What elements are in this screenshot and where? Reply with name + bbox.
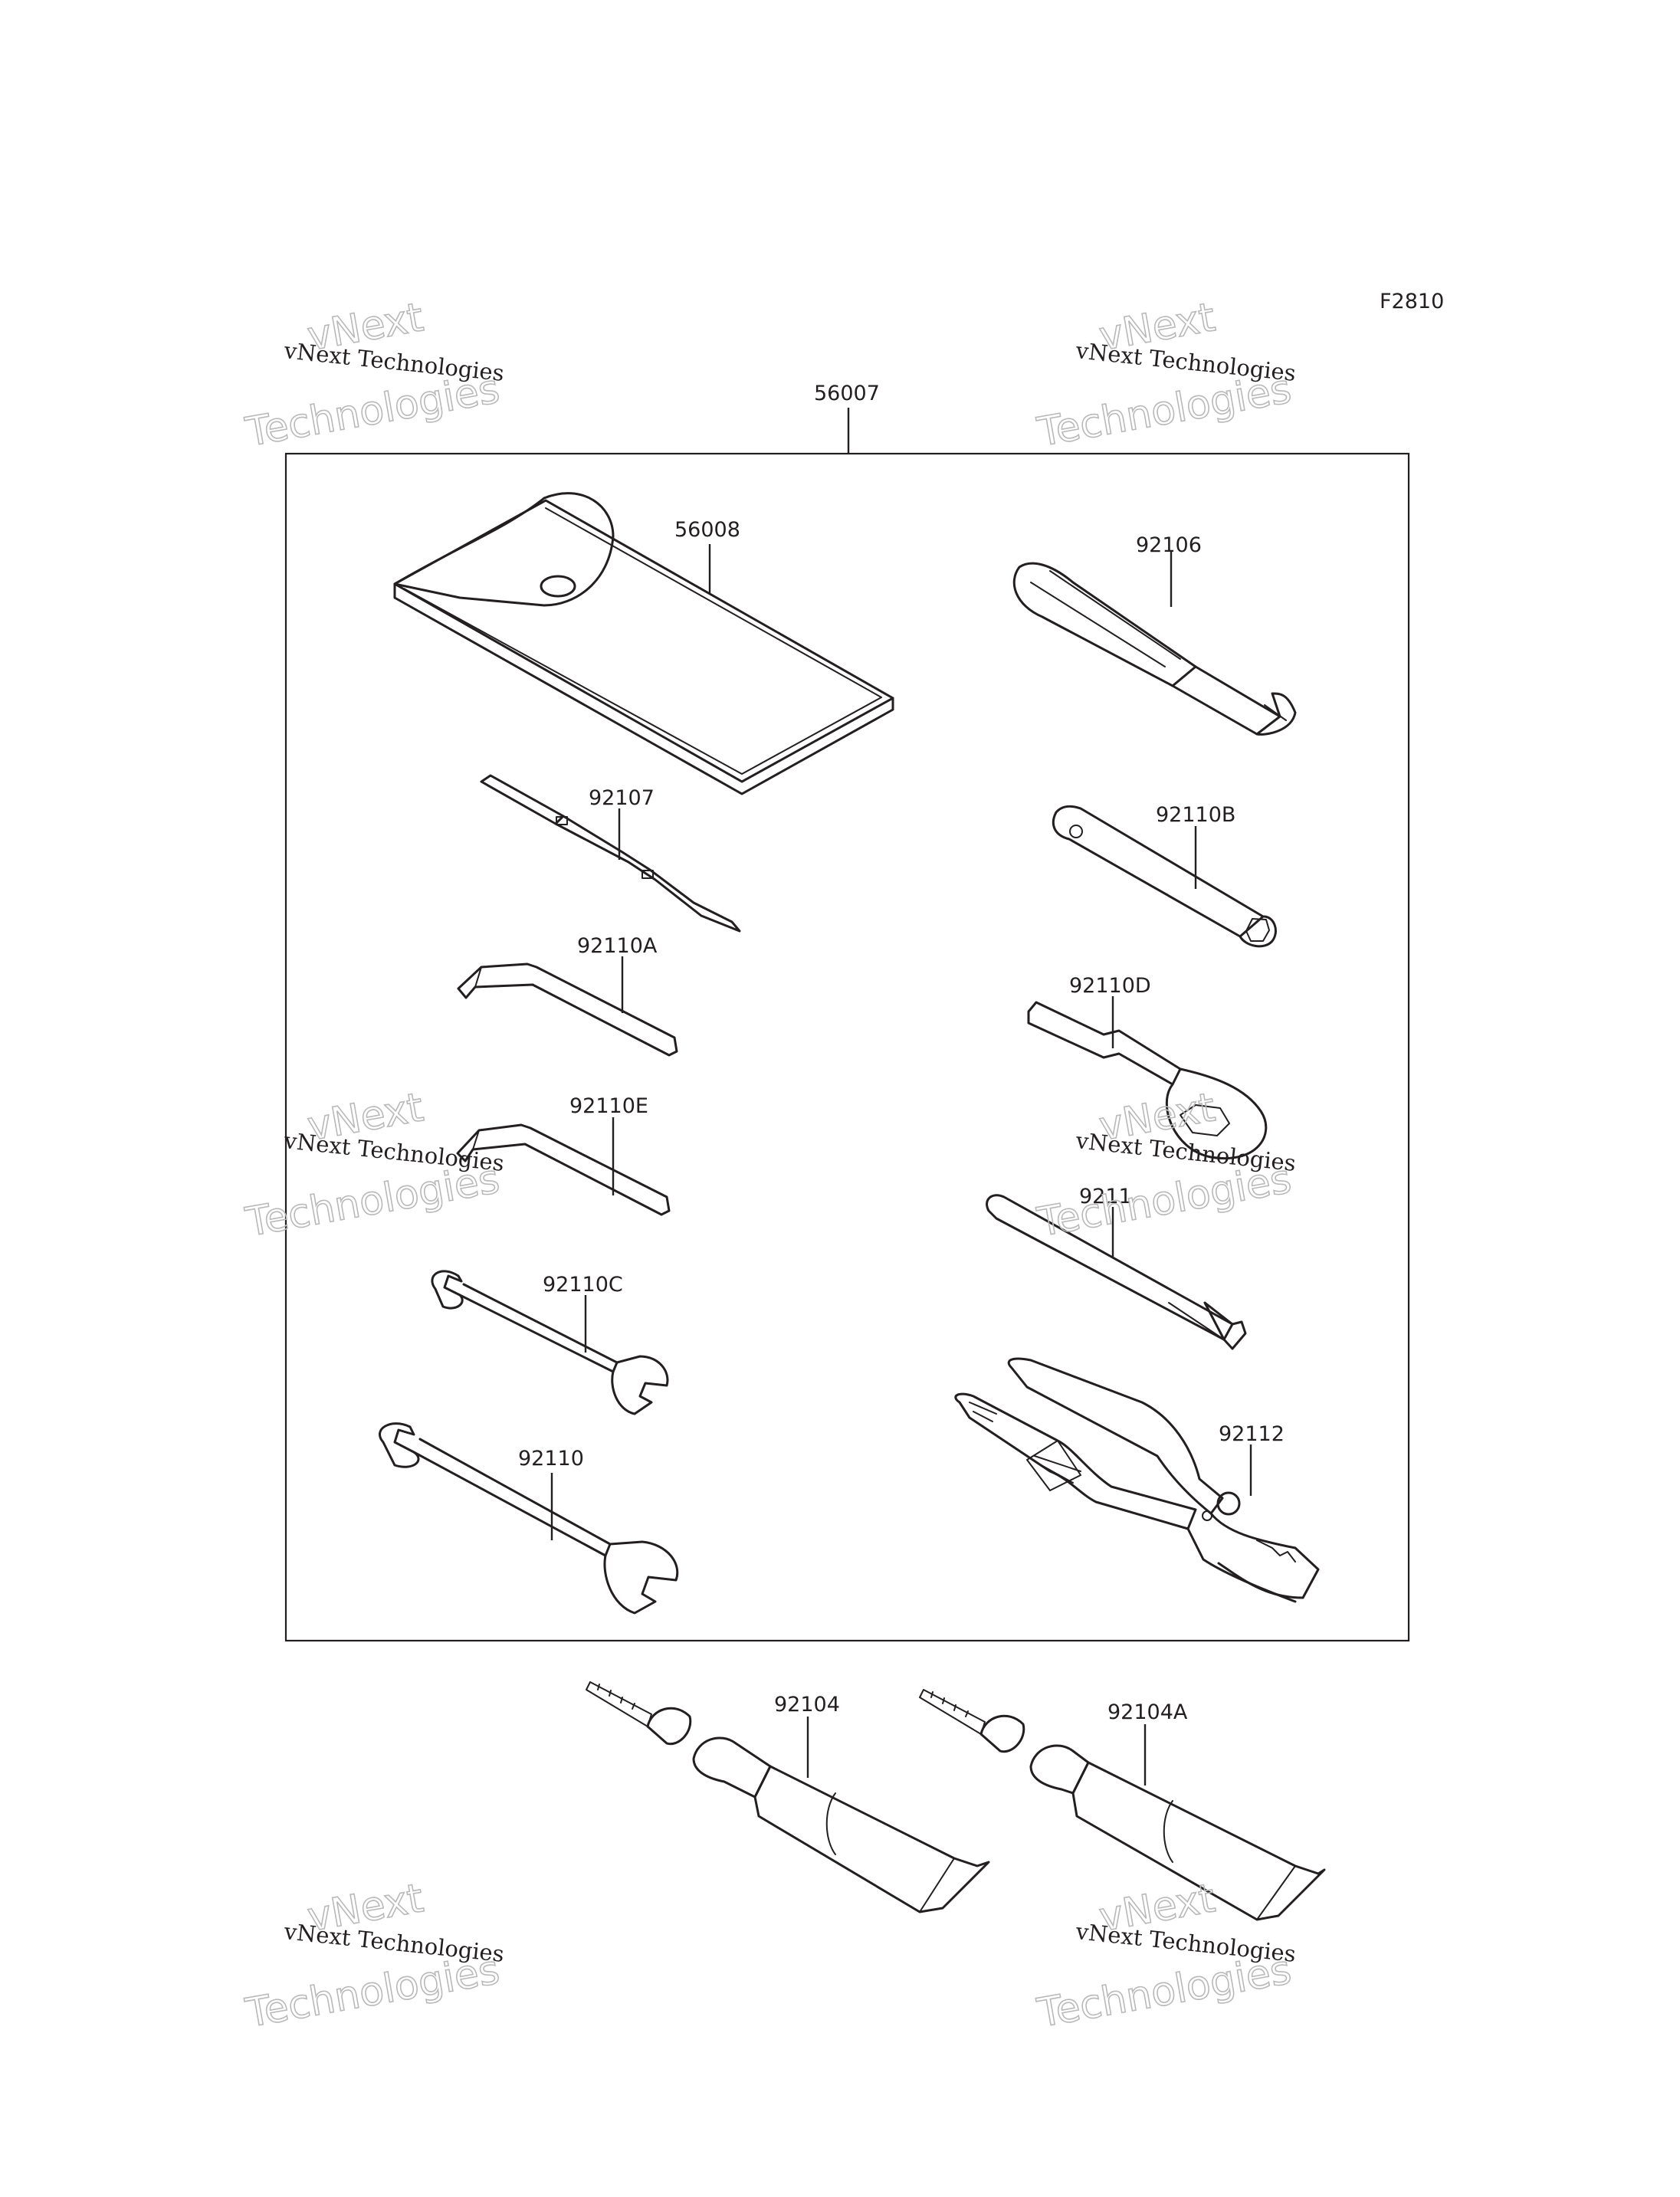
part-label-9211: 9211 (1079, 1185, 1132, 1208)
watermark-mid-left: vNext Technologies vNext Technologies (241, 1084, 505, 1247)
valve-tool-tube-92104 (586, 1681, 990, 1913)
box-spanner-92110B (1052, 805, 1277, 948)
part-label-92104: 92104 (774, 1693, 840, 1717)
ring-wrench-92110D (1027, 996, 1268, 1159)
part-label-92106: 92106 (1136, 533, 1202, 557)
svg-text:Technologies: Technologies (242, 366, 503, 456)
toolkit-frame (284, 452, 1410, 1642)
watermark-bottom-left: vNext Technologies vNext Technologies (241, 1875, 505, 2038)
open-end-wrench-92110 (379, 1422, 679, 1615)
hex-key-92110E (456, 1117, 671, 1216)
part-label-92110A: 92110A (577, 934, 658, 958)
flat-bar-tool-9211 (986, 1194, 1247, 1350)
part-label-92110C: 92110C (543, 1273, 623, 1297)
svg-text:Technologies: Technologies (242, 1947, 503, 2037)
valve-tool-tube-92104A (919, 1689, 1326, 1921)
tool-pouch-56008 (393, 492, 894, 795)
screwdriver-bit-92107 (480, 774, 741, 933)
watermark-top-right: vNext Technologies vNext Technologies (1033, 294, 1297, 457)
part-label-92110E: 92110E (569, 1094, 648, 1118)
screwdriver-handle-92106 (1012, 552, 1297, 736)
svg-text:Technologies: Technologies (1034, 1947, 1294, 2037)
svg-text:Technologies: Technologies (1034, 1156, 1294, 1246)
part-label-92107: 92107 (589, 786, 655, 810)
part-label-92110D: 92110D (1069, 974, 1151, 998)
part-label-92104A: 92104A (1107, 1700, 1188, 1724)
svg-text:Technologies: Technologies (1034, 366, 1294, 456)
watermark-bottom-right: vNext Technologies vNext Technologies (1033, 1875, 1297, 2038)
part-label-92110B: 92110B (1156, 803, 1235, 827)
part-label-56008: 56008 (674, 518, 740, 542)
open-end-wrench-92110C (431, 1270, 669, 1415)
part-label-92112: 92112 (1219, 1422, 1285, 1446)
assembly-label: 56007 (814, 382, 880, 405)
svg-text:Technologies: Technologies (242, 1156, 503, 1246)
watermark-top-left: vNext Technologies vNext Technologies (241, 294, 505, 457)
part-label-92110: 92110 (518, 1447, 584, 1471)
figure-code: F2810 (1380, 290, 1444, 313)
hex-key-92110A (457, 956, 678, 1057)
watermark-mid-right: vNext Technologies vNext Technologies (1033, 1084, 1297, 1247)
pliers-92112 (954, 1357, 1320, 1603)
